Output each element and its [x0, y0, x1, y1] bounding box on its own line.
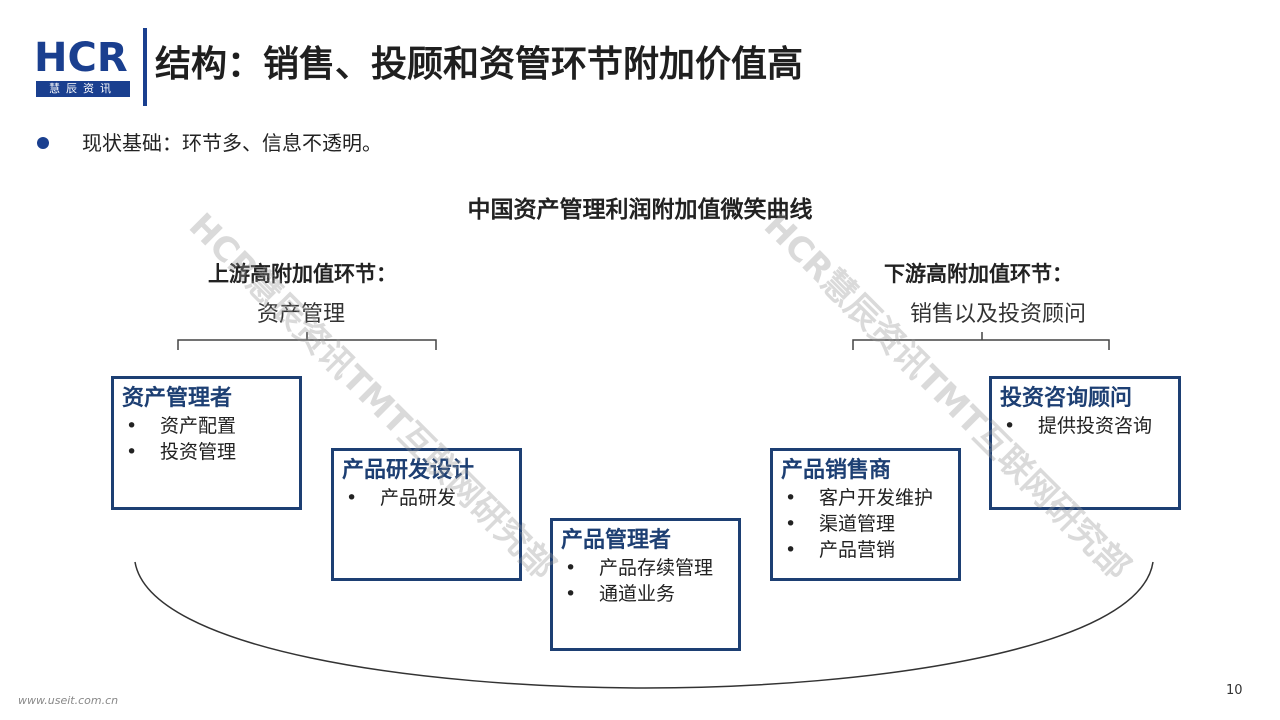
box-title: 投资咨询顾问: [1000, 386, 1133, 411]
page-number: 10: [1226, 683, 1243, 698]
list-item: 通道业务: [561, 581, 730, 607]
box-product-distributor: 产品销售商 客户开发维护 渠道管理 产品营销: [770, 448, 961, 581]
downstream-bracket: [852, 332, 1110, 350]
box-title: 资产管理者: [122, 386, 233, 411]
list-item: 资产配置: [122, 413, 291, 439]
list-item: 投资管理: [122, 439, 291, 465]
downstream-heading: 下游高附加值环节：: [884, 262, 1073, 286]
title-divider: [143, 28, 147, 106]
bullet-icon: [37, 137, 49, 149]
list-item: 产品营销: [781, 537, 950, 563]
box-title: 产品管理者: [561, 528, 672, 553]
upstream-heading: 上游高附加值环节：: [208, 262, 397, 286]
downstream-subtitle: 销售以及投资顾问: [910, 302, 1087, 327]
diagram-title: 中国资产管理利润附加值微笑曲线: [467, 197, 813, 223]
footer-url: www.useit.com.cn: [18, 694, 119, 707]
smile-curve-path: [134, 561, 1154, 689]
hcr-logo: HCR 慧辰资讯: [34, 36, 134, 98]
logo-text: HCR: [34, 35, 128, 81]
bullet-text: 现状基础：环节多、信息不透明。: [82, 131, 382, 155]
list-item: 提供投资咨询: [1000, 413, 1170, 439]
box-product-rd: 产品研发设计 产品研发: [331, 448, 522, 581]
list-item: 渠道管理: [781, 511, 950, 537]
list-item: 客户开发维护: [781, 485, 950, 511]
list-item: 产品研发: [342, 485, 511, 511]
page-title: 结构：销售、投顾和资管环节附加价值高: [155, 44, 804, 85]
box-asset-manager: 资产管理者 资产配置 投资管理: [111, 376, 302, 510]
box-product-manager: 产品管理者 产品存续管理 通道业务: [550, 518, 741, 651]
upstream-subtitle: 资产管理: [257, 302, 346, 327]
box-title: 产品研发设计: [342, 458, 475, 483]
box-investment-advisor: 投资咨询顾问 提供投资咨询: [989, 376, 1181, 510]
list-item: 产品存续管理: [561, 555, 730, 581]
logo-subtitle: 慧辰资讯: [36, 81, 130, 97]
upstream-bracket: [177, 332, 437, 350]
box-title: 产品销售商: [781, 458, 892, 483]
